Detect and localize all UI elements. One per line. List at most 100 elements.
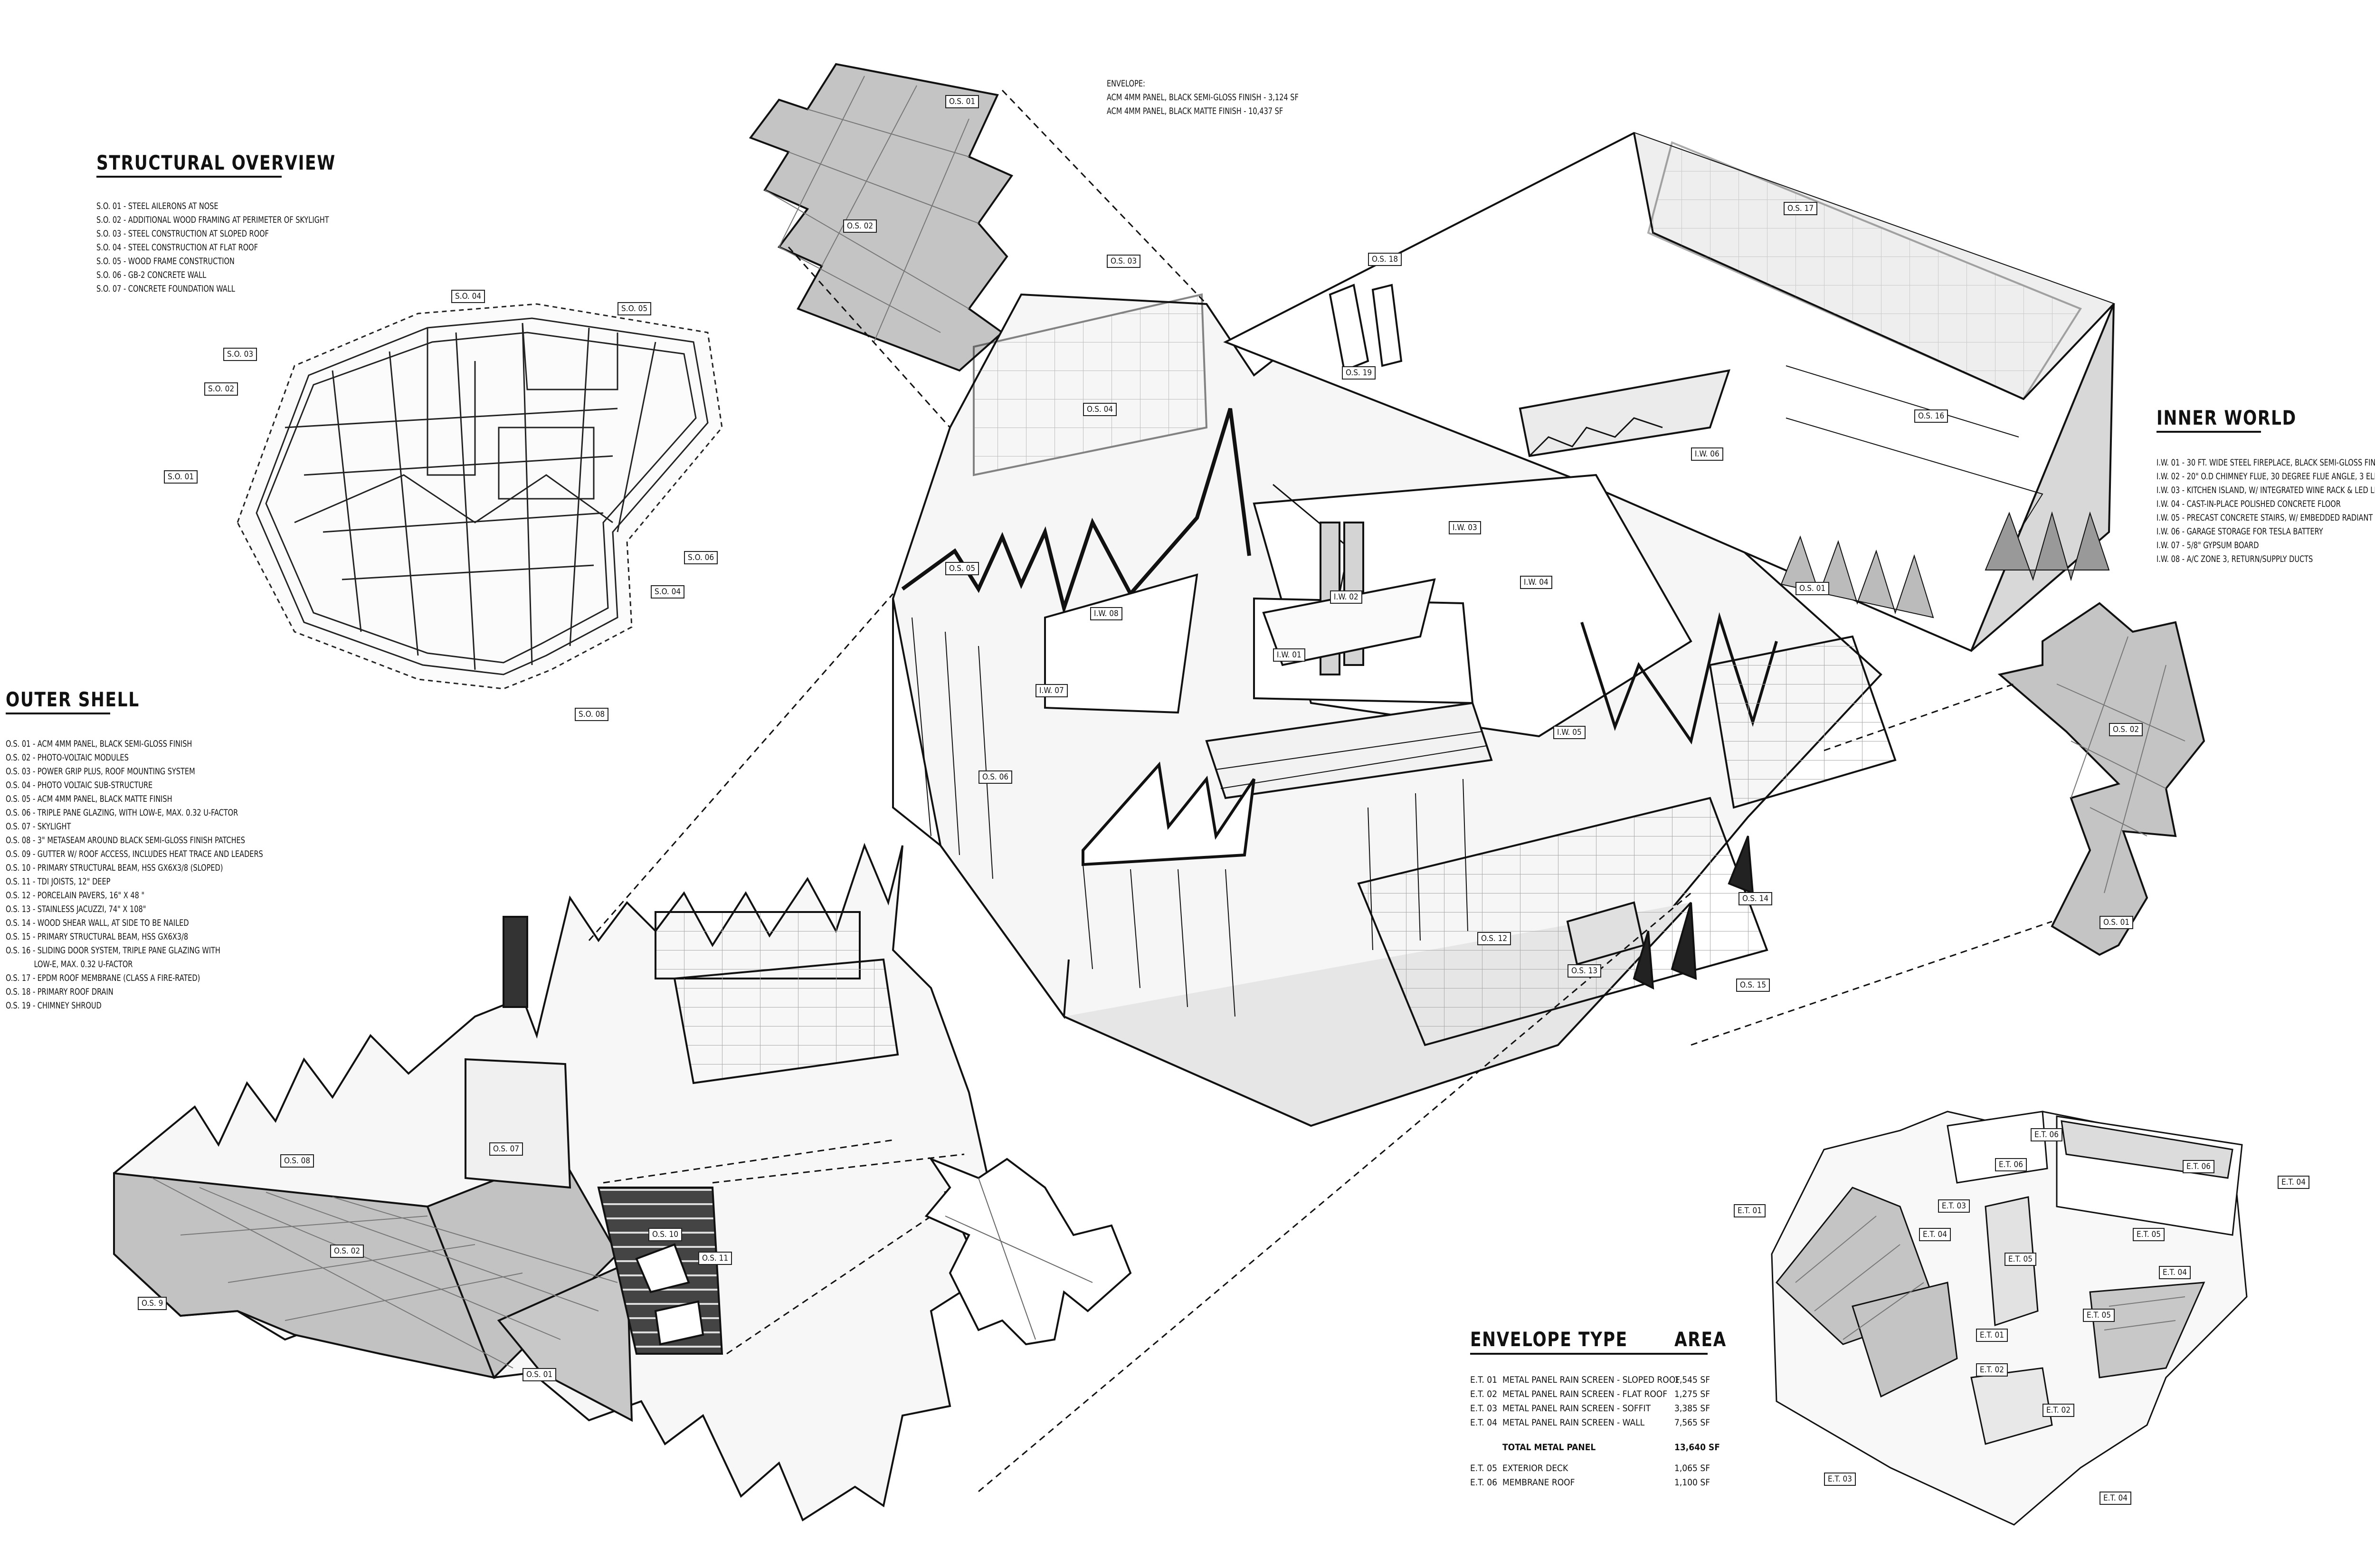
outer-item: O.S. 13 - STAINLESS JACUZZI, 74" X 108" (6, 904, 146, 914)
et-tag: E.T. 06 (1995, 1158, 2027, 1171)
envelope-row-id: E.T. 02 (1470, 1389, 1498, 1399)
roof-fragment-small (924, 1157, 1132, 1346)
structural-tag: S.O. 08 (575, 708, 609, 721)
envelope-row: E.T. 05 EXTERIOR DECK 1,065 SF (1470, 1461, 1717, 1475)
structural-tag: S.O. 04 (451, 290, 485, 303)
envelope-title-rule (1470, 1353, 1708, 1355)
envelope-row-name: METAL PANEL RAIN SCREEN - WALL (1502, 1417, 1645, 1428)
et-tag: E.T. 05 (2083, 1309, 2115, 1322)
envelope-row: E.T. 04 METAL PANEL RAIN SCREEN - WALL 7… (1470, 1416, 1717, 1430)
envelope-row-name: METAL PANEL RAIN SCREEN - FLAT ROOF (1502, 1389, 1668, 1399)
et-tag: E.T. 01 (1976, 1329, 2008, 1342)
center-tag: O.S. 02 (2109, 723, 2143, 736)
outer-item: O.S. 09 - GUTTER W/ ROOF ACCESS, INCLUDE… (6, 849, 263, 859)
inner-item: I.W. 05 - PRECAST CONCRETE STAIRS, W/ EM… (2156, 513, 2375, 523)
structural-tag: S.O. 03 (223, 348, 257, 361)
outer-item: O.S. 15 - PRIMARY STRUCTURAL BEAM, HSS G… (6, 931, 189, 942)
center-tag: O.S. 01 (2100, 916, 2134, 929)
outer-shell-title: OUTER SHELL (6, 688, 140, 711)
structural-frame-drawing (237, 303, 723, 690)
envelope-row-area: 1,065 SF (1674, 1463, 1710, 1473)
envelope-row-id: E.T. 04 (1470, 1417, 1498, 1428)
envelope-row-area: 1,545 SF (1674, 1375, 1710, 1385)
structural-overview-title: STRUCTURAL OVERVIEW (96, 151, 336, 174)
inner-world-list: I.W. 01 - 30 FT. WIDE STEEL FIREPLACE, B… (2156, 456, 2375, 566)
inner-item: I.W. 04 - CAST-IN-PLACE POLISHED CONCRET… (2156, 499, 2341, 509)
center-tag: O.S. 02 (843, 219, 877, 233)
center-tag: I.W. 05 (1553, 726, 1586, 739)
et-tag: E.T. 03 (1824, 1473, 1856, 1486)
envelope-row: E.T. 06 MEMBRANE ROOF 1,100 SF (1470, 1475, 1717, 1490)
center-tag: I.W. 02 (1330, 590, 1362, 604)
outer-item: O.S. 17 - EPDM ROOF MEMBRANE (CLASS A FI… (6, 973, 200, 983)
leader-lines (588, 89, 2052, 1492)
envelope-total-row: TOTAL METAL PANEL 13,640 SF (1470, 1440, 1720, 1454)
et-tag: E.T. 06 (2031, 1128, 2063, 1141)
outer-item: O.S. 14 - WOOD SHEAR WALL, AT SIDE TO BE… (6, 918, 189, 928)
envelope-row-id: E.T. 03 (1470, 1403, 1498, 1414)
envelope-type-drawing (1771, 1111, 2248, 1526)
envelope-row-area: 1,100 SF (1674, 1477, 1710, 1488)
roof-exploded-drawing (113, 843, 989, 1521)
outer-item: O.S. 01 - ACM 4MM PANEL, BLACK SEMI-GLOS… (6, 739, 192, 749)
outer-item: O.S. 08 - 3" METASEAM AROUND BLACK SEMI-… (6, 835, 245, 846)
et-tag: E.T. 04 (2100, 1492, 2132, 1505)
center-tag: O.S. 01 (945, 95, 979, 108)
structural-item: S.O. 01 - STEEL AILERONS AT NOSE (96, 201, 218, 211)
et-tag: E.T. 02 (1976, 1363, 2008, 1377)
inner-item: I.W. 08 - A/C ZONE 3, RETURN/SUPPLY DUCT… (2156, 554, 2313, 564)
center-tag: O.S. 16 (1914, 409, 1948, 423)
outer-item: O.S. 18 - PRIMARY ROOF DRAIN (6, 987, 114, 997)
envelope-area-header: AREA (1674, 1328, 1727, 1351)
structural-title-rule (96, 176, 282, 178)
et-tag: E.T. 02 (2042, 1404, 2075, 1417)
inner-item: I.W. 06 - GARAGE STORAGE FOR TESLA BATTE… (2156, 526, 2323, 537)
outer-tag: O.S. 9 (138, 1297, 167, 1310)
outer-tag: O.S. 11 (698, 1252, 732, 1265)
envelope-note-label: ENVELOPE: (1107, 78, 1145, 89)
inner-title-rule (2156, 431, 2261, 433)
envelope-row-area: 7,565 SF (1674, 1417, 1710, 1428)
envelope-total-value: 13,640 SF (1674, 1442, 1720, 1453)
outer-item: O.S. 06 - TRIPLE PANE GLAZING, WITH LOW-… (6, 808, 238, 818)
envelope-row-id: E.T. 05 (1470, 1463, 1498, 1473)
envelope-row: E.T. 02 METAL PANEL RAIN SCREEN - FLAT R… (1470, 1387, 1717, 1401)
envelope-row-id: E.T. 01 (1470, 1375, 1498, 1385)
outer-tag: O.S. 01 (522, 1368, 557, 1381)
inner-world-title: INNER WORLD (2156, 406, 2297, 429)
outer-item: LOW-E, MAX. 0.32 U-FACTOR (34, 959, 133, 969)
center-tag: O.S. 13 (1568, 964, 1602, 978)
envelope-row-id: E.T. 06 (1470, 1477, 1498, 1488)
structural-item: S.O. 05 - WOOD FRAME CONSTRUCTION (96, 256, 235, 266)
roof-panel-fragment-right (1997, 602, 2205, 956)
envelope-row-name: METAL PANEL RAIN SCREEN - SOFFIT (1502, 1403, 1651, 1414)
structural-item: S.O. 02 - ADDITIONAL WOOD FRAMING AT PER… (96, 215, 329, 225)
structural-tag: S.O. 05 (618, 302, 652, 315)
outer-tag: O.S. 02 (330, 1245, 364, 1258)
outer-item: O.S. 02 - PHOTO-VOLTAIC MODULES (6, 752, 129, 763)
center-tag: I.W. 06 (1691, 447, 1723, 461)
center-tag: O.S. 06 (978, 770, 1013, 784)
center-tag: O.S. 17 (1784, 202, 1818, 215)
envelope-row-area: 3,385 SF (1674, 1403, 1710, 1414)
inner-item: I.W. 02 - 20" O.D CHIMNEY FLUE, 30 DEGRE… (2156, 471, 2375, 482)
inner-item: I.W. 01 - 30 FT. WIDE STEEL FIREPLACE, B… (2156, 457, 2375, 468)
et-tag: E.T. 04 (2159, 1266, 2191, 1279)
envelope-row-name: EXTERIOR DECK (1502, 1463, 1568, 1473)
envelope-note-line: ACM 4MM PANEL, BLACK SEMI-GLOSS FINISH -… (1107, 92, 1299, 103)
envelope-row: E.T. 01 METAL PANEL RAIN SCREEN - SLOPED… (1470, 1373, 1717, 1387)
envelope-row: E.T. 03 METAL PANEL RAIN SCREEN - SOFFIT… (1470, 1401, 1717, 1416)
center-tag: I.W. 01 (1273, 648, 1305, 662)
center-tag: O.S. 19 (1342, 366, 1376, 380)
outer-item: O.S. 03 - POWER GRIP PLUS, ROOF MOUNTING… (6, 766, 195, 777)
main-house-axonometric (892, 132, 2115, 1127)
center-tag: I.W. 03 (1449, 521, 1481, 534)
envelope-note: ENVELOPE: ACM 4MM PANEL, BLACK SEMI-GLOS… (1107, 77, 1299, 118)
center-tag: O.S. 18 (1368, 253, 1402, 266)
structural-item: S.O. 06 - GB-2 CONCRETE WALL (96, 270, 207, 280)
center-tag: O.S. 14 (1738, 892, 1773, 905)
structural-item: S.O. 04 - STEEL CONSTRUCTION AT FLAT ROO… (96, 242, 258, 253)
envelope-row-area: 1,275 SF (1674, 1389, 1710, 1399)
outer-item: O.S. 19 - CHIMNEY SHROUD (6, 1000, 102, 1011)
